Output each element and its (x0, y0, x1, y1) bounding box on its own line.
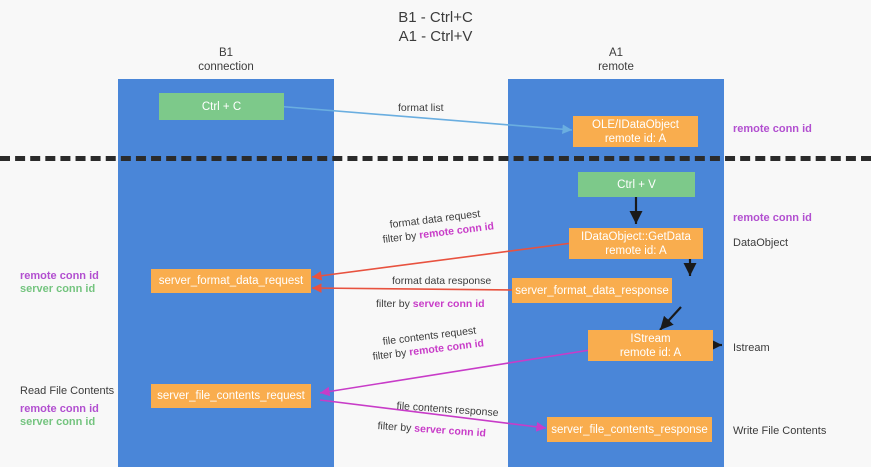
label-right-write-file-contents: Write File Contents (733, 425, 827, 437)
section-divider (0, 156, 871, 161)
edge-filter-highlight: server conn id (412, 298, 485, 310)
edge-label-format-list: format list (398, 102, 444, 114)
box-server-format-data-response[interactable]: server_format_data_response (512, 278, 672, 303)
label-right-dataobject: DataObject (733, 237, 789, 249)
label-left-server-conn-id-2: server conn id (20, 416, 96, 428)
box-ctrl-c[interactable]: Ctrl + C (159, 93, 284, 120)
box-ctrl-v[interactable]: Ctrl + V (578, 172, 695, 197)
edge-filter-prefix: filter by (382, 229, 420, 246)
label-right-remote-conn-id-top: remote conn id (733, 123, 812, 135)
edge-filter-prefix: filter by (372, 346, 410, 363)
box-istream-remote[interactable]: IStream remote id: A (588, 330, 713, 361)
label-left-server-conn-id: server conn id (20, 283, 96, 295)
label-left-read-file-contents: Read File Contents (20, 385, 115, 397)
label-right-istream: Istream (733, 342, 770, 354)
diagram-title: B1 - Ctrl+C A1 - Ctrl+V (398, 9, 473, 45)
label-left-remote-conn-id: remote conn id (20, 270, 99, 282)
box-server-file-contents-request[interactable]: server_file_contents_request (151, 384, 311, 408)
edge-label-file-contents-response: file contents response (396, 400, 499, 420)
box-server-format-data-request[interactable]: server_format_data_request (151, 269, 311, 293)
edge-label-format-data-response: format data response (392, 275, 492, 287)
box-server-file-contents-response[interactable]: server_file_contents_response (547, 417, 712, 442)
box-idataobject-remote[interactable]: OLE/IDataObject remote id: A (573, 116, 698, 147)
edge-filter-prefix: filter by (377, 420, 415, 435)
edge-filter-highlight: server conn id (413, 422, 487, 440)
arrow-format-data-response (311, 283, 513, 293)
edge-label-format-data-response-filter: filter by server conn id (376, 298, 485, 311)
lane-header-a1: A1 remote (598, 47, 634, 73)
edge-label-file-contents-response-filter: filter by server conn id (377, 420, 486, 441)
box-idataobject-getdata[interactable]: IDataObject::GetData remote id: A (569, 228, 703, 259)
lane-header-b1: B1 connection (198, 47, 254, 73)
label-right-remote-conn-id-mid: remote conn id (733, 212, 812, 224)
edge-filter-prefix: filter by (376, 298, 413, 310)
label-left-remote-conn-id-2: remote conn id (20, 403, 99, 415)
